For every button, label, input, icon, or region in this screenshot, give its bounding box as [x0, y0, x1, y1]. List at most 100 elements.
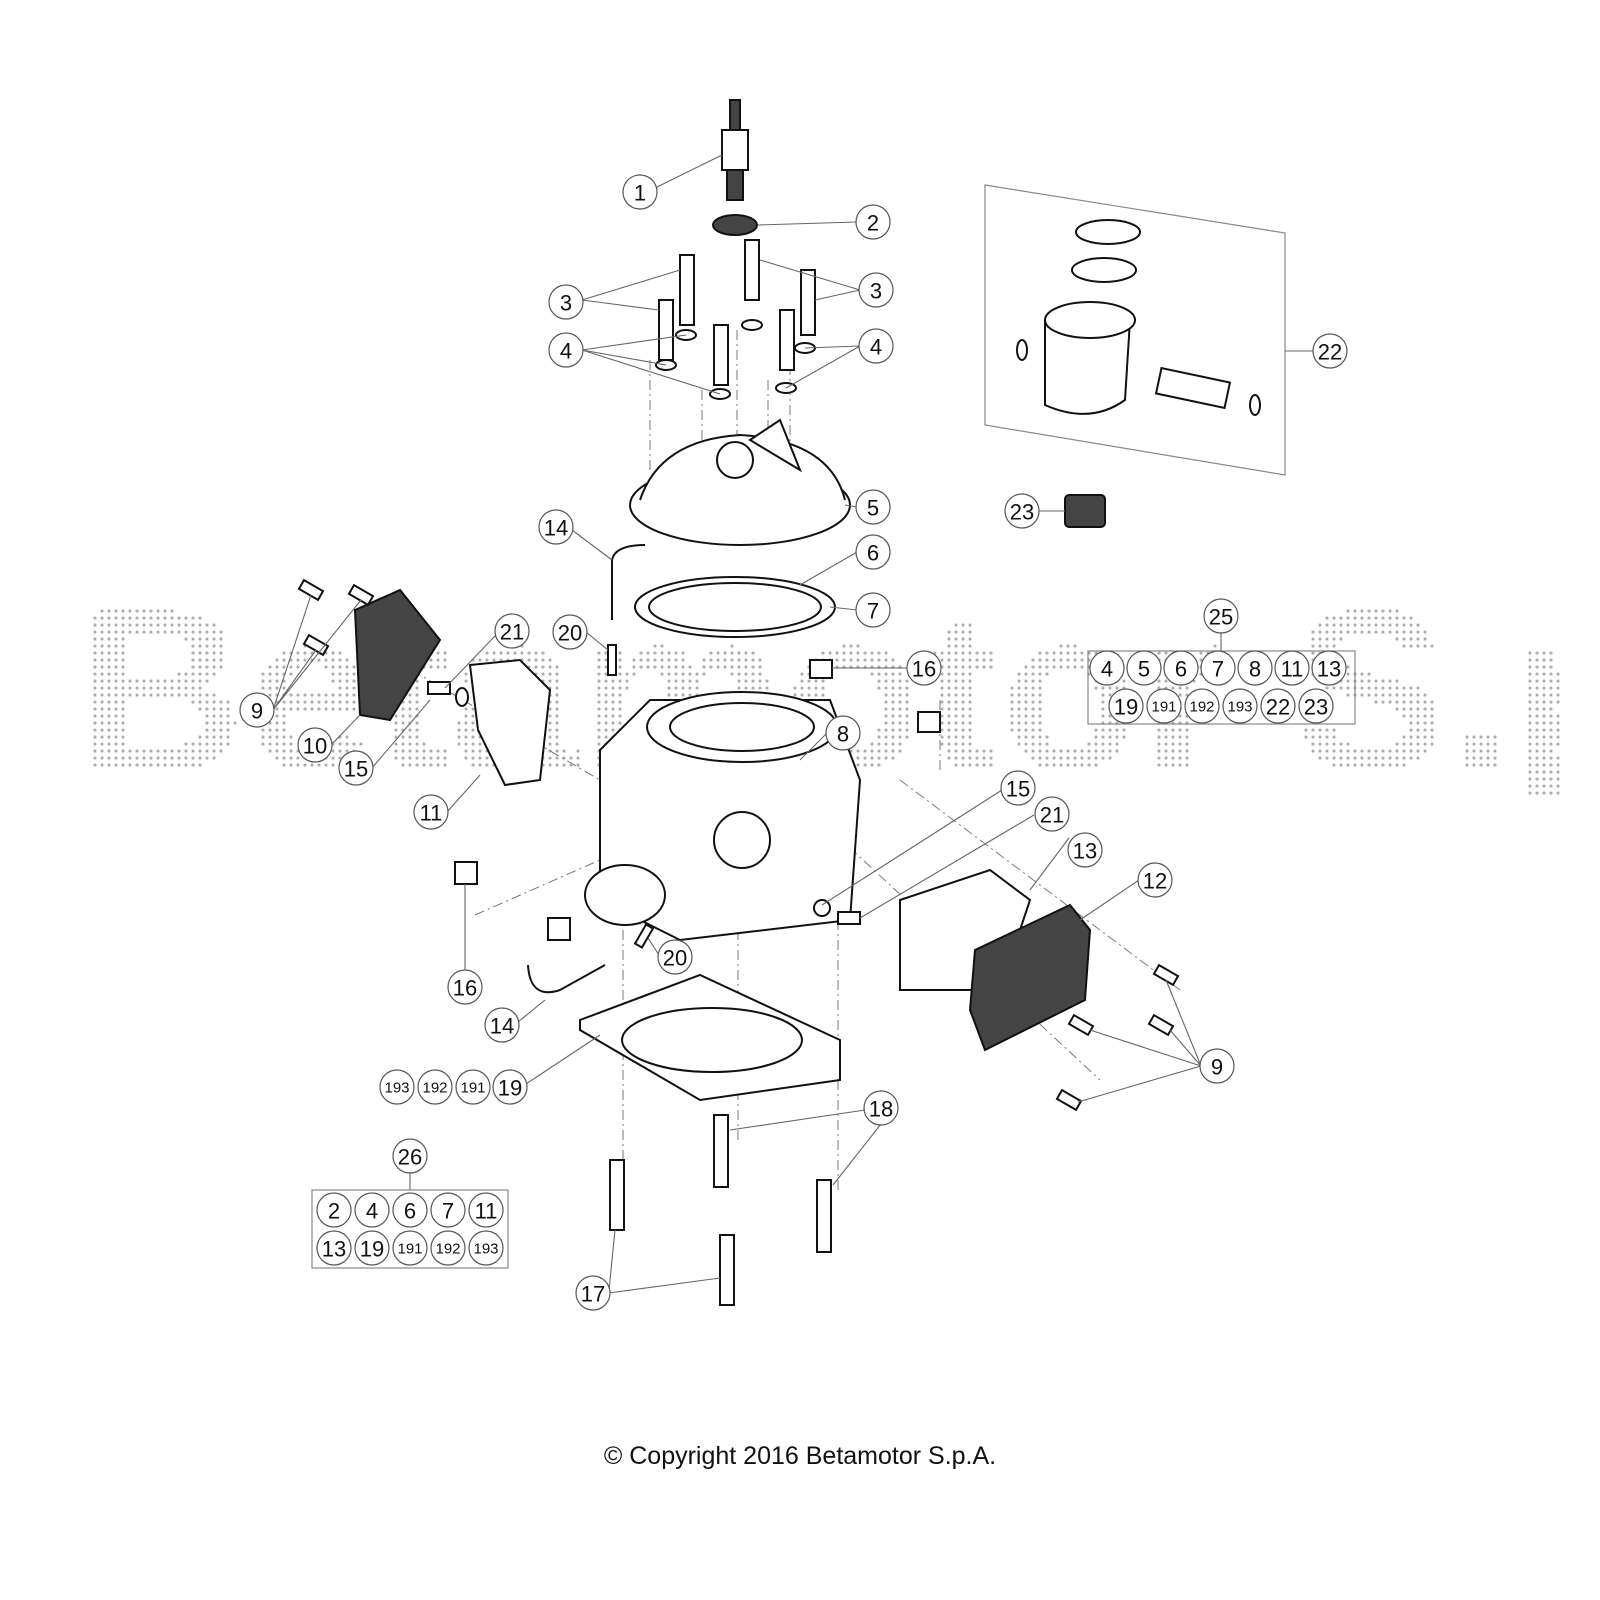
callout-circle: [392, 1192, 428, 1228]
callout-circle: [417, 1069, 453, 1105]
callout-circle: [858, 328, 894, 364]
callout-label: 22: [1318, 340, 1342, 365]
callout-label: 13: [322, 1237, 346, 1262]
callout-circle: [855, 489, 891, 525]
callout-6: 6: [1163, 650, 1199, 686]
callout-label: 6: [404, 1199, 416, 1224]
callout-circle: [1311, 650, 1347, 686]
callout-191: 191: [1146, 688, 1182, 724]
callout-label: 9: [1211, 1055, 1223, 1080]
callout-label: 3: [870, 279, 882, 304]
callout-circle: [1067, 832, 1103, 868]
callout-5: 5: [855, 489, 891, 525]
callout-192: 192: [1184, 688, 1220, 724]
callout-11: 11: [468, 1192, 504, 1228]
callout-label: 14: [490, 1014, 514, 1039]
callout-circle: [855, 534, 891, 570]
leader-lines: [272, 154, 1314, 1294]
callout-circle: [548, 284, 584, 320]
callout-circle: [825, 715, 861, 751]
callout-circle: [413, 794, 449, 830]
callout-5: 5: [1126, 650, 1162, 686]
callout-label: 4: [366, 1199, 378, 1224]
callout-9: 9: [239, 692, 275, 728]
callout-label: 14: [544, 516, 568, 541]
callout-label: 192: [435, 1241, 460, 1258]
callout-label: 23: [1010, 500, 1034, 525]
callout-192: 192: [430, 1230, 466, 1266]
callout-label: 2: [867, 211, 879, 236]
callout-label: 12: [1143, 869, 1167, 894]
piston-kit-panel: [984, 184, 1286, 476]
callout-circle: [1312, 333, 1348, 369]
callout-label: 191: [397, 1241, 422, 1258]
callout-circle: [1184, 688, 1220, 724]
callout-label: 191: [460, 1080, 485, 1097]
callout-label: 23: [1304, 695, 1328, 720]
callout-label: 192: [422, 1080, 447, 1097]
callout-13: 13: [316, 1230, 352, 1266]
callout-20: 20: [552, 614, 588, 650]
callout-2: 2: [855, 204, 891, 240]
callout-circle: [297, 727, 333, 763]
callout-10: 10: [297, 727, 333, 763]
callout-15: 15: [1000, 770, 1036, 806]
callout-15: 15: [338, 750, 374, 786]
callout-26: 26: [392, 1138, 428, 1174]
needle-bearing: [1064, 494, 1106, 528]
callout-label: 193: [473, 1241, 498, 1258]
callout-label: 7: [442, 1199, 454, 1224]
callout-label: 11: [420, 801, 443, 826]
callout-label: 25: [1209, 605, 1233, 630]
callout-9: 9: [1199, 1048, 1235, 1084]
callout-circle: [239, 692, 275, 728]
callout-13: 13: [1311, 650, 1347, 686]
base-gasket: [579, 973, 841, 1102]
callout-circle: [392, 1230, 428, 1266]
callout-21: 21: [494, 613, 530, 649]
callout-22: 22: [1260, 688, 1296, 724]
callout-25: 25: [1203, 598, 1239, 634]
callout-circle: [1126, 650, 1162, 686]
callout-circle: [548, 332, 584, 368]
callout-22: 22: [1312, 333, 1348, 369]
callout-191: 191: [392, 1230, 428, 1266]
callout-label: 3: [560, 291, 572, 316]
callout-circle: [1004, 493, 1040, 529]
callout-circle: [1260, 688, 1296, 724]
callout-19: 19: [354, 1230, 390, 1266]
callout-label: 1: [634, 181, 646, 206]
callout-193: 193: [1222, 688, 1258, 724]
callout-label: 192: [1189, 699, 1214, 716]
callout-label: 6: [867, 541, 879, 566]
callout-11: 11: [1274, 650, 1310, 686]
spark-plug-seal: [712, 214, 758, 236]
callout-circle: [1298, 688, 1334, 724]
callout-label: 17: [581, 1282, 605, 1307]
callout-19: 19: [492, 1069, 528, 1105]
callout-circle: [1000, 770, 1036, 806]
callout-1: 1: [622, 174, 658, 210]
hose-lower: [527, 964, 606, 994]
callout-circle: [447, 969, 483, 1005]
callout-label: 5: [867, 496, 879, 521]
callout-label: 191: [1151, 699, 1176, 716]
callout-7: 7: [430, 1192, 466, 1228]
callout-circle: [855, 592, 891, 628]
callout-circle: [1199, 1048, 1235, 1084]
callout-label: 19: [360, 1237, 384, 1262]
callout-4: 4: [548, 332, 584, 368]
callout-label: 20: [558, 621, 582, 646]
callout-label: 193: [384, 1080, 409, 1097]
callout-circle: [468, 1192, 504, 1228]
callout-label: 7: [867, 599, 879, 624]
callout-label: 13: [1073, 839, 1097, 864]
callout-17: 17: [575, 1275, 611, 1311]
callout-193: 193: [468, 1230, 504, 1266]
cylinder: [584, 691, 862, 942]
callout-label: 11: [475, 1199, 498, 1224]
callout-circle: [316, 1230, 352, 1266]
